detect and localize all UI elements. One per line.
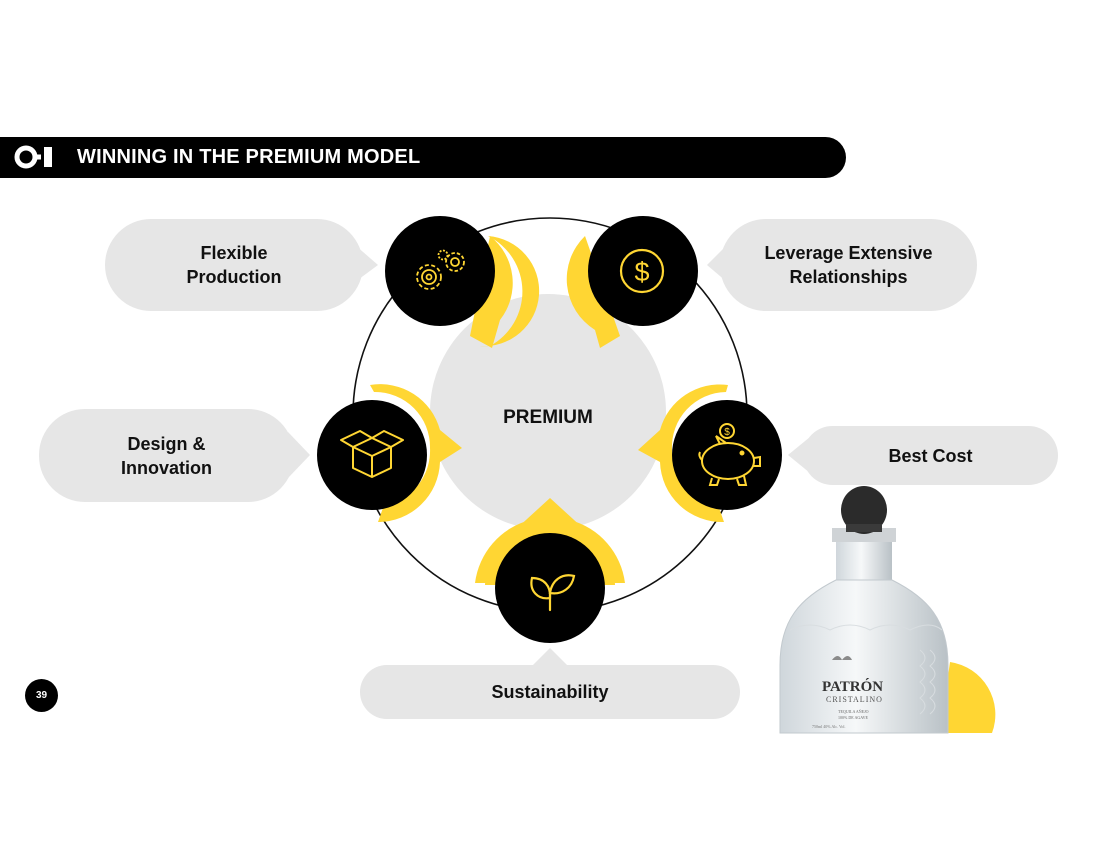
dollar-coin-icon: $ (619, 248, 665, 294)
pillar-bubble-sustainability: Sustainability (360, 665, 740, 719)
gears-icon (416, 249, 465, 290)
piggy-bank-icon: $ (698, 423, 761, 486)
bottle-body (779, 579, 949, 734)
bottle-stopper-base (846, 524, 882, 532)
bottle-bottom-text: 750ml 40% Alc. Vol. (812, 724, 846, 729)
pillar-bubble-design-innovation: Design & Innovation (39, 409, 294, 502)
pillar-bubble-relationships: Leverage Extensive Relationships (720, 219, 977, 311)
bottle-brand: PATRÓN (822, 678, 883, 695)
page-title: WINNING IN THE PREMIUM MODEL (77, 146, 421, 168)
tequila-bottle-image: PATRÓN CRISTALINO TEQUILA AÑEJO 100% DE … (779, 486, 996, 734)
bottle-sub2: 100% DE AGAVE (838, 715, 868, 720)
pillar-label-best-cost: Best Cost (888, 445, 973, 466)
yellow-accent-shape (940, 662, 996, 733)
o-i-logo-icon (14, 145, 52, 169)
svg-text:$: $ (724, 427, 730, 438)
bottle-neck (836, 542, 892, 582)
pillar-label-flexible-production: Flexible Production (186, 243, 282, 287)
bottle-line: CRISTALINO (826, 695, 883, 704)
bee-emblem-icon (832, 656, 852, 660)
center-label: PREMIUM (503, 407, 593, 428)
svg-text:$: $ (634, 257, 649, 287)
sprout-icon (530, 574, 576, 612)
page-number: 39 (25, 679, 58, 712)
node-disc-sustainability (495, 533, 605, 643)
pillar-label-relationships: Leverage Extensive Relationships (764, 243, 933, 287)
bottle-sub1: TEQUILA AÑEJO (838, 709, 869, 714)
pillar-label-design-innovation: Design & Innovation (121, 433, 212, 478)
center-disc (430, 294, 666, 530)
pillar-bubble-best-cost: Best Cost (803, 426, 1058, 485)
pillar-bubble-flexible-production: Flexible Production (105, 219, 363, 311)
pillar-label-sustainability: Sustainability (491, 682, 609, 702)
open-box-icon (340, 430, 404, 478)
node-disc-relationships (588, 216, 698, 326)
bottle-facets (789, 624, 943, 715)
node-disc-best-cost (672, 400, 782, 510)
title-bar: WINNING IN THE PREMIUM MODEL (0, 137, 846, 178)
bottle-stopper (841, 486, 887, 534)
